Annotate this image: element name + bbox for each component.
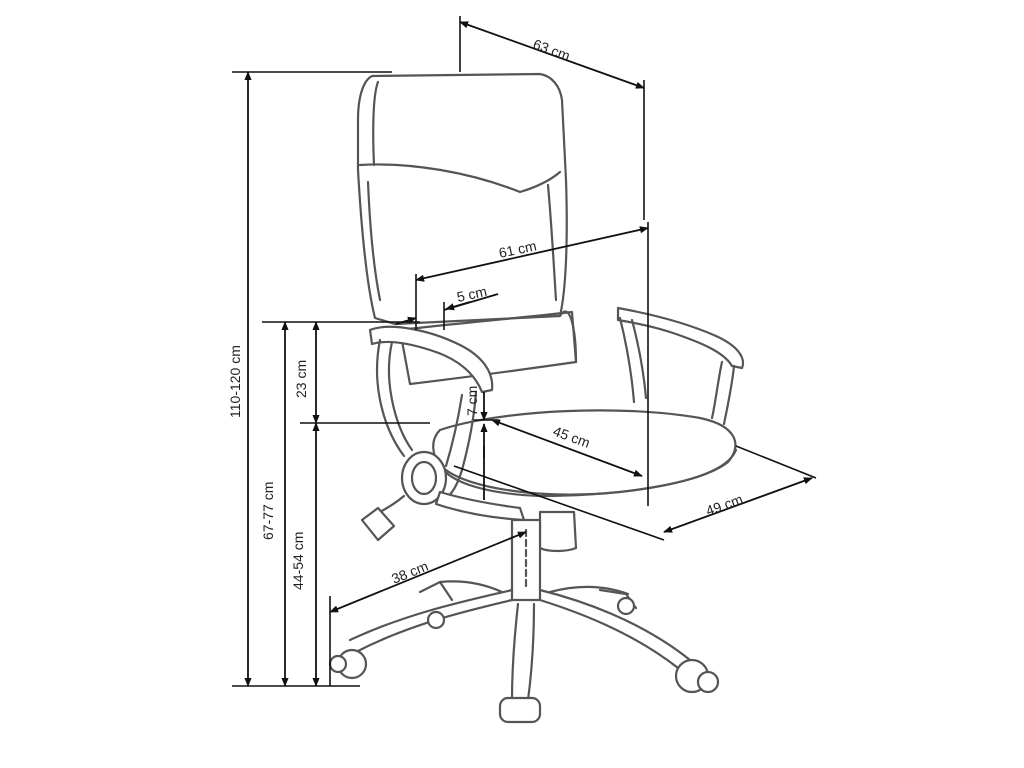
label-total-height: 110-120 cm [227, 345, 243, 418]
depth-top-line [459, 21, 645, 89]
seat-depth-line [663, 477, 813, 533]
gas-lift [510, 510, 578, 602]
armrest-thickness-line [395, 316, 417, 325]
label-depth-top: 63 cm [531, 36, 572, 64]
label-seat-height: 44-54 cm [290, 532, 306, 590]
armrest-width-line [415, 226, 649, 282]
left-armrest [368, 325, 494, 504]
dimension-lines [232, 16, 817, 687]
label-armrest-height: 67-77 cm [260, 482, 276, 540]
backrest [356, 72, 568, 326]
tilt-mechanism [360, 450, 526, 542]
label-backrest-armrest: 23 cm [293, 360, 309, 398]
seat-width-line [491, 419, 643, 477]
seat [432, 409, 738, 498]
label-base-radius: 38 cm [389, 558, 430, 587]
label-seat-depth: 49 cm [704, 491, 745, 519]
label-armrest-thickness: 5 cm [455, 283, 488, 305]
label-armrest-width: 61 cm [497, 237, 538, 261]
right-armrest [616, 306, 745, 426]
base-radius-line [329, 531, 527, 613]
chair-drawing [328, 72, 745, 724]
casters [328, 596, 720, 724]
label-armrest-seat: 7 cm [464, 386, 480, 416]
